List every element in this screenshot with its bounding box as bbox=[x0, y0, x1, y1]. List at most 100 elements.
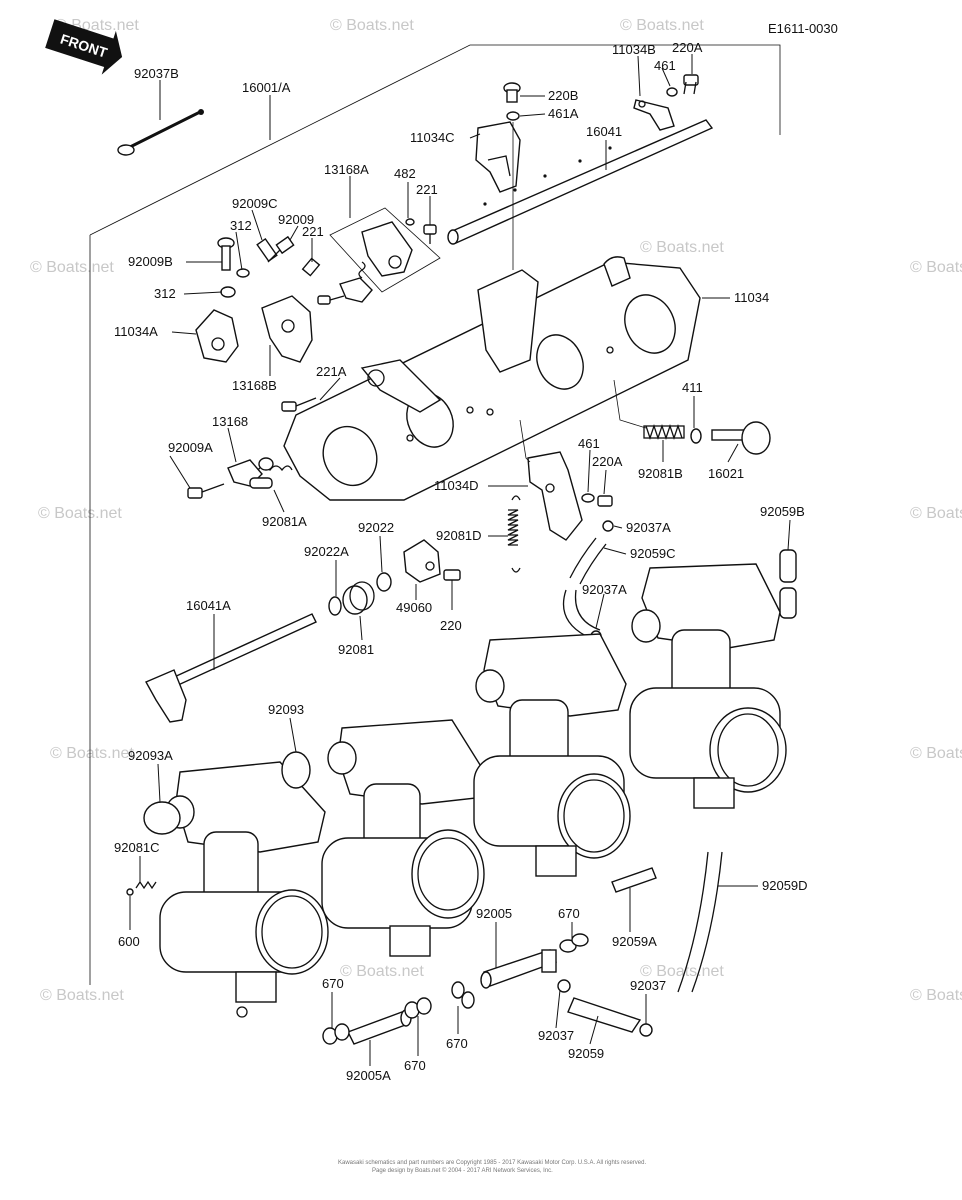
part-label: 92022 bbox=[358, 520, 394, 535]
part-label: 461 bbox=[578, 436, 600, 451]
watermark: © Boats.net bbox=[340, 963, 424, 980]
screw-92009a bbox=[187, 483, 225, 499]
diagram-code: E1611-0030 bbox=[768, 21, 838, 36]
cable-tie-92037b bbox=[117, 109, 204, 156]
part-label: 92037 bbox=[630, 978, 666, 993]
leader-line bbox=[519, 419, 531, 463]
washer-461a bbox=[506, 111, 520, 121]
watermark: © Boats.net bbox=[640, 963, 724, 980]
part-label: 92081B bbox=[638, 466, 683, 481]
adjuster-screw-16021 bbox=[711, 421, 771, 455]
watermark: © Boats.net bbox=[620, 17, 704, 34]
part-label: 600 bbox=[118, 934, 140, 949]
nut-312 bbox=[236, 268, 250, 278]
cap-92093a bbox=[143, 801, 181, 835]
screw-92009c bbox=[256, 237, 278, 263]
part-label: 11034B bbox=[612, 42, 656, 57]
part-label: 220 bbox=[440, 618, 462, 633]
bracket-13168a bbox=[329, 207, 441, 303]
part-label: 221A bbox=[316, 364, 347, 379]
hose-92059c bbox=[562, 537, 607, 637]
part-label: 92009A bbox=[168, 440, 213, 455]
part-label: 482 bbox=[394, 166, 416, 181]
part-label: 92093 bbox=[268, 702, 304, 717]
part-label: 220A bbox=[592, 454, 623, 469]
screw-220b bbox=[503, 82, 521, 103]
screw-221 bbox=[301, 257, 321, 277]
part-label: 92081C bbox=[114, 840, 160, 855]
part-label: 670 bbox=[558, 906, 580, 921]
part-label: 670 bbox=[404, 1058, 426, 1073]
washer-461 bbox=[666, 87, 678, 97]
part-label: 16041 bbox=[586, 124, 622, 139]
watermark: © Boats.net bbox=[910, 259, 962, 276]
part-label: 13168 bbox=[212, 414, 248, 429]
part-label: 11034C bbox=[410, 130, 455, 145]
clip-92037 bbox=[639, 1023, 653, 1037]
spring-92081c bbox=[135, 880, 157, 890]
footer-credit: Page design by Boats.net © 2004 - 2017 A… bbox=[372, 1167, 553, 1174]
part-label: 49060 bbox=[396, 600, 432, 615]
watermark: © Boats.net bbox=[38, 505, 122, 522]
spring-92081a bbox=[257, 457, 293, 472]
carburetor-3 bbox=[473, 633, 631, 877]
part-label: 13168A bbox=[324, 162, 369, 177]
screw-220a bbox=[597, 495, 613, 507]
part-label: 220B bbox=[548, 88, 578, 103]
screw-92009b bbox=[217, 237, 235, 271]
part-label: 92059D bbox=[762, 878, 808, 893]
cap-92093 bbox=[281, 751, 311, 789]
part-label: 11034A bbox=[114, 324, 158, 339]
screw-220 bbox=[443, 569, 461, 581]
o-ring-670 bbox=[322, 1023, 350, 1045]
part-label: 670 bbox=[446, 1036, 468, 1051]
part-label: 92009 bbox=[278, 212, 314, 227]
part-label: 11034D bbox=[434, 478, 479, 493]
watermark: © Boats.net bbox=[30, 259, 114, 276]
lever-13168 bbox=[227, 459, 273, 489]
watermark: © Boats.net bbox=[330, 17, 414, 34]
bracket-11034c bbox=[475, 121, 521, 193]
hose-92059 bbox=[567, 997, 642, 1033]
part-label: 92037B bbox=[134, 66, 179, 81]
seal-92022 bbox=[376, 572, 392, 592]
carburetor-1 bbox=[159, 761, 329, 1018]
part-label: 461 bbox=[654, 58, 676, 73]
seal-92022a bbox=[328, 596, 342, 616]
footer-copyright: Kawasaki schematics and part numbers are… bbox=[338, 1160, 646, 1166]
washer-461 bbox=[581, 493, 595, 503]
o-ring-670 bbox=[559, 933, 589, 953]
part-label: 92081 bbox=[338, 642, 374, 657]
lever-11034b bbox=[633, 99, 675, 131]
part-label: 16041A bbox=[186, 598, 231, 613]
part-label: 92093A bbox=[128, 748, 173, 763]
watermark: © Boats.net bbox=[50, 745, 134, 762]
part-label: 92037A bbox=[582, 582, 627, 597]
washer-411 bbox=[690, 428, 702, 444]
part-label: 312 bbox=[230, 218, 252, 233]
part-label: 220A bbox=[672, 40, 703, 55]
part-label: 92059B bbox=[760, 504, 805, 519]
throttle-shaft-16041 bbox=[447, 119, 714, 245]
part-label: 92081D bbox=[436, 528, 482, 543]
watermarks: © Boats.net © Boats.net © Boats.net © Bo… bbox=[30, 17, 962, 1004]
hose-92059b bbox=[779, 549, 797, 619]
part-label: 92009C bbox=[232, 196, 278, 211]
part-label: 16001/A bbox=[242, 80, 291, 95]
carburetor-holder-plate-11034 bbox=[283, 256, 701, 501]
part-labels: 92037B 16001/A 11034B 220A 461 220B 461A… bbox=[114, 40, 808, 1083]
carburetor-2 bbox=[321, 719, 485, 957]
clip-482 bbox=[405, 218, 415, 226]
link-49060 bbox=[403, 539, 441, 583]
part-label: 312 bbox=[154, 286, 176, 301]
bracket-11034d bbox=[527, 451, 583, 541]
nut-312 bbox=[220, 286, 236, 298]
fuel-pipe-92005a bbox=[347, 1009, 412, 1045]
part-label: 92081A bbox=[262, 514, 307, 529]
part-label: 92037 bbox=[538, 1028, 574, 1043]
ball-600 bbox=[126, 888, 134, 896]
part-label: 92059A bbox=[612, 934, 657, 949]
part-label: 221 bbox=[416, 182, 438, 197]
screw-221 bbox=[317, 295, 345, 305]
